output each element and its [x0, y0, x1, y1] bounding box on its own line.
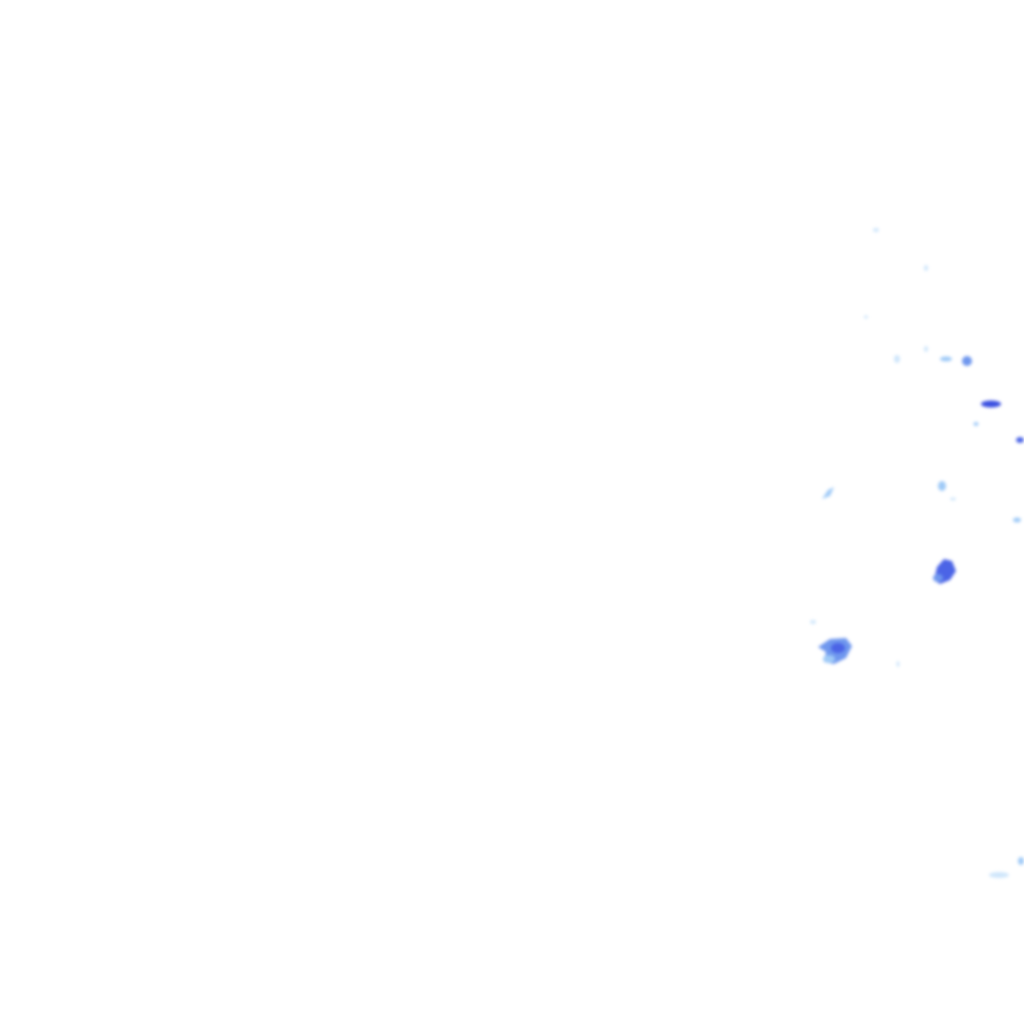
precip-echo [822, 487, 834, 499]
precip-echo [940, 356, 952, 362]
precip-echo [981, 400, 1001, 408]
precip-echo [962, 356, 972, 366]
precip-echo [896, 661, 900, 667]
precip-echo [950, 497, 956, 501]
precip-echo [831, 643, 845, 653]
precip-echo [989, 872, 1009, 878]
precip-echo [924, 346, 928, 352]
precip-echo [810, 620, 816, 624]
precip-echo [933, 574, 943, 582]
precip-echo [924, 265, 928, 271]
precip-echo [973, 422, 979, 426]
precip-echo [864, 315, 868, 319]
precip-echo [894, 355, 900, 363]
precip-echo [1013, 517, 1021, 523]
precip-echo [1018, 857, 1024, 865]
precip-echo [873, 228, 879, 232]
precip-echo [1016, 437, 1024, 443]
precip-echo [823, 655, 835, 663]
precip-echo [938, 481, 946, 491]
